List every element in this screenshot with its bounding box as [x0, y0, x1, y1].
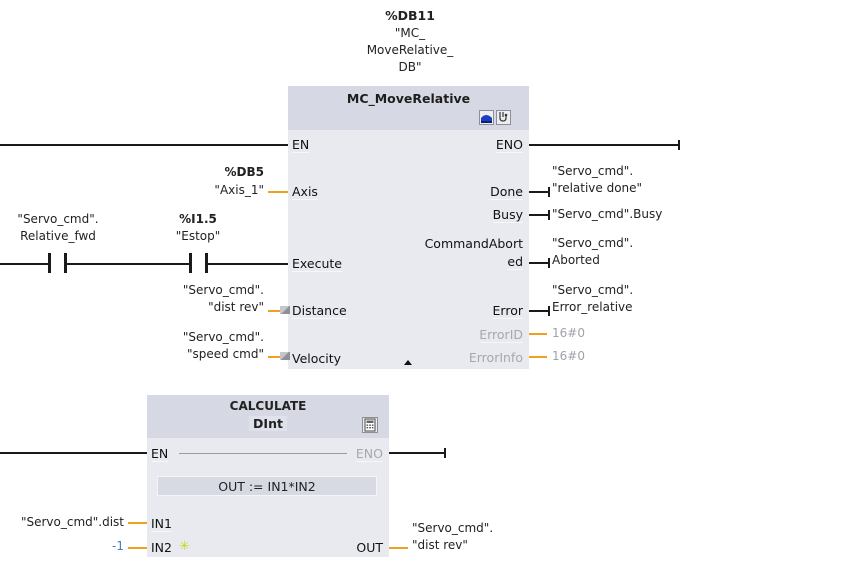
in2-wire — [128, 547, 147, 549]
contact-relative-fwd-operand-2: Relative_fwd — [20, 229, 96, 243]
pin-error[interactable]: Error — [492, 303, 523, 319]
in1-operand[interactable]: "Servo_cmd".dist — [20, 515, 124, 529]
contact-estop-address: %I1.5 — [179, 212, 217, 226]
eno-terminator — [678, 140, 680, 150]
done-operand-2[interactable]: "relative done" — [552, 181, 643, 195]
out-wire — [389, 547, 408, 549]
contact-estop-operand: "Estop" — [175, 229, 221, 243]
pin-en[interactable]: EN — [292, 137, 310, 153]
add-input-star-icon[interactable]: ✳ — [179, 539, 190, 554]
distance-type-icon — [280, 306, 290, 314]
done-terminator — [548, 187, 550, 197]
busy-wire — [529, 214, 549, 216]
calc-pin-in1[interactable]: IN1 — [151, 516, 172, 532]
busy-terminator — [548, 210, 550, 220]
pin-eno[interactable]: ENO — [495, 137, 523, 153]
pin-done[interactable]: Done — [490, 184, 523, 200]
block-title: MC_MoveRelative — [346, 91, 471, 106]
instance-db-name-1: "MC_ — [394, 26, 426, 40]
calc-en-eno-line — [179, 453, 347, 454]
execute-wire-seg3 — [207, 263, 288, 265]
contact-relative-fwd-operand-1: "Servo_cmd". — [17, 212, 99, 226]
axis-wire — [268, 191, 288, 193]
instance-db-address: %DB11 — [385, 8, 435, 23]
error-operand-1[interactable]: "Servo_cmd". — [552, 283, 634, 297]
eno-wire — [529, 144, 679, 146]
velocity-operand-2[interactable]: "speed cmd" — [186, 347, 264, 361]
collapse-arrow-icon[interactable] — [404, 360, 412, 365]
errorid-wire — [529, 333, 547, 335]
axis-address: %DB5 — [224, 165, 264, 179]
axis-icon[interactable] — [479, 110, 494, 125]
velocity-operand-1[interactable]: "Servo_cmd". — [182, 330, 264, 344]
out-operand-2[interactable]: "dist rev" — [412, 538, 468, 552]
calc-pin-out[interactable]: OUT — [356, 540, 383, 555]
en-power-wire — [0, 144, 288, 146]
aborted-wire — [529, 262, 549, 264]
calc-data-type[interactable]: DInt — [249, 416, 287, 431]
errorinfo-operand[interactable]: 16#0 — [552, 349, 585, 363]
diagnostics-icon[interactable] — [496, 110, 511, 125]
calc-expression[interactable]: OUT := IN1*IN2 — [157, 476, 377, 496]
calc-title: CALCULATE — [229, 399, 307, 413]
contact-relative-fwd-left — [48, 253, 51, 273]
mc-moverelative-block[interactable]: MC_MoveRelative EN Axis Execute Distance… — [288, 86, 529, 369]
pin-velocity[interactable]: Velocity — [292, 351, 342, 366]
pin-errorinfo[interactable]: ErrorInfo — [468, 350, 523, 365]
in1-wire — [128, 522, 147, 524]
aborted-operand-2[interactable]: Aborted — [552, 253, 600, 267]
busy-operand[interactable]: "Servo_cmd".Busy — [552, 207, 663, 221]
pin-distance[interactable]: Distance — [292, 303, 347, 319]
calc-en-wire — [0, 452, 147, 454]
calc-pin-eno[interactable]: ENO — [355, 446, 383, 462]
aborted-terminator — [548, 258, 550, 268]
error-terminator — [548, 306, 550, 316]
pin-busy[interactable]: Busy — [492, 207, 523, 223]
done-operand-1[interactable]: "Servo_cmd". — [552, 164, 634, 178]
calc-eno-terminator — [444, 448, 446, 458]
calculate-block[interactable]: CALCULATE DInt EN ENO OUT := IN1*IN2 IN1… — [147, 395, 389, 557]
execute-wire-seg1 — [0, 263, 48, 265]
aborted-operand-1[interactable]: "Servo_cmd". — [552, 236, 634, 250]
calc-pin-in2[interactable]: IN2 — [151, 540, 172, 555]
error-operand-2[interactable]: Error_relative — [552, 300, 633, 314]
pin-execute[interactable]: Execute — [292, 256, 342, 272]
distance-wire — [268, 310, 280, 312]
pin-commandaborted-1[interactable]: CommandAbort — [424, 236, 523, 251]
contact-estop-right — [205, 253, 208, 273]
done-wire — [529, 191, 549, 193]
velocity-type-icon — [280, 352, 290, 360]
errorid-operand[interactable]: 16#0 — [552, 326, 585, 340]
execute-wire-seg2 — [66, 263, 189, 265]
instance-db-name-3: DB" — [398, 60, 422, 74]
pin-axis[interactable]: Axis — [292, 184, 318, 200]
calc-eno-wire — [389, 452, 445, 454]
distance-operand-1[interactable]: "Servo_cmd". — [182, 283, 264, 297]
in2-operand[interactable]: -1 — [112, 539, 124, 553]
out-operand-1[interactable]: "Servo_cmd". — [412, 521, 494, 535]
contact-estop-left — [189, 253, 192, 273]
errorinfo-wire — [529, 356, 547, 358]
contact-relative-fwd-right — [64, 253, 67, 273]
distance-operand-2[interactable]: "dist rev" — [208, 300, 264, 314]
axis-operand[interactable]: "Axis_1" — [214, 183, 264, 197]
pin-errorid[interactable]: ErrorID — [479, 327, 523, 343]
instance-db-name-2: MoveRelative_ — [366, 43, 454, 57]
calc-pin-en[interactable]: EN — [151, 446, 169, 462]
calculator-icon[interactable] — [362, 417, 378, 433]
velocity-wire — [268, 356, 280, 358]
error-wire — [529, 310, 549, 312]
pin-commandaborted-2[interactable]: ed — [507, 254, 523, 270]
